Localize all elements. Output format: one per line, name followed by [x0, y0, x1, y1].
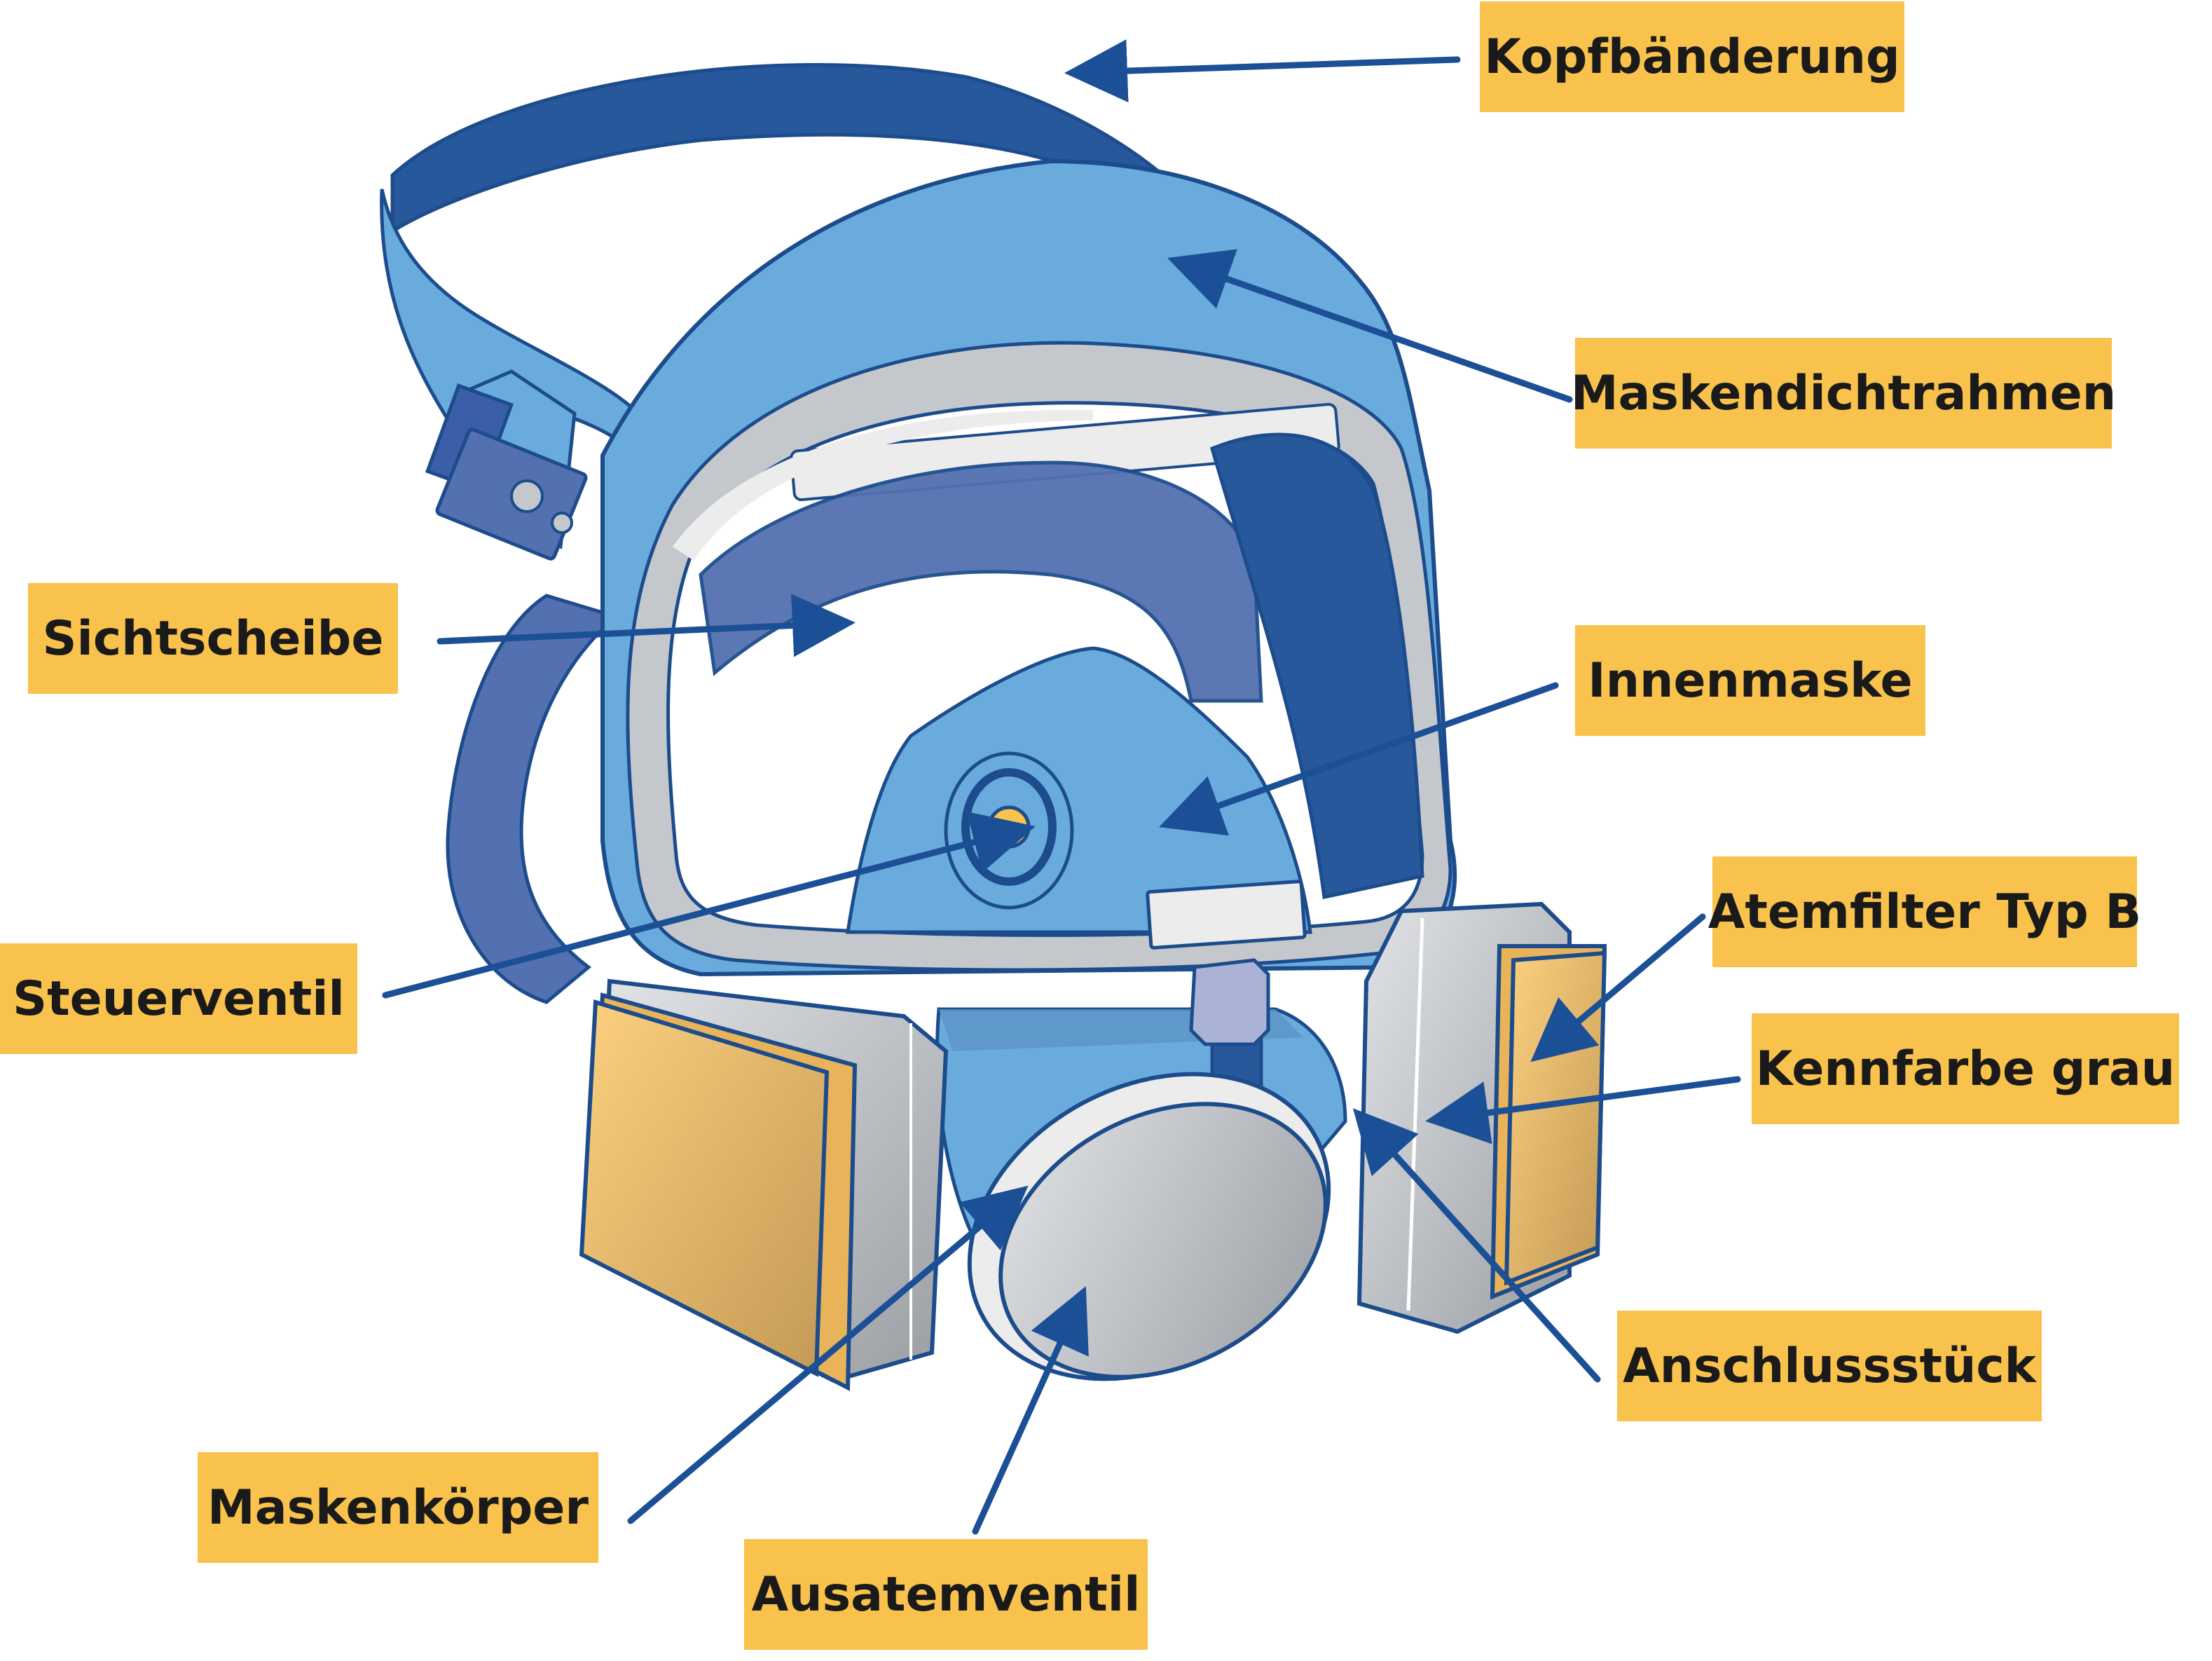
label-ausatemventil: Ausatemventil [744, 1539, 1148, 1650]
arrow-anschlussstueck [1352, 1108, 1601, 1383]
left-filter [579, 978, 949, 1391]
arrow-sichtscheibe [437, 594, 856, 657]
arrow-innenmaske [1159, 682, 1559, 836]
arrow-kennfarbe [1425, 1076, 1741, 1144]
label-maskenkoerper: Maskenkörper [198, 1452, 598, 1563]
right-filter [1356, 901, 1607, 1334]
label-kopfbaenderung: Kopfbänderung [1480, 1, 1904, 112]
label-atemfilter: Atemfilter Typ B [1708, 856, 2141, 967]
label-sichtscheibe: Sichtscheibe [28, 583, 398, 694]
label-anschlussstueck: Anschlussstück [1617, 1311, 2042, 1421]
arrow-maskendichtrahmen [1167, 249, 1573, 403]
visor-inner-frame [673, 409, 1093, 561]
arrow-ausatemventil [972, 1286, 1089, 1535]
label-innenmaske: Innenmaske [1575, 625, 1925, 736]
label-kennfarbe: Kennfarbe grau [1752, 1013, 2179, 1124]
label-steuerventil: Steuerventil [0, 943, 357, 1054]
arrow-maskenkoerper [627, 1185, 1029, 1524]
arrow-kopfbaenderung [1064, 39, 1461, 103]
harness-buckle [435, 428, 588, 561]
arrow-steuerventil [382, 812, 1036, 999]
inner-strap [699, 460, 1263, 703]
leader-lines [382, 39, 1741, 1535]
inner-dark-panel [1209, 432, 1424, 900]
arrow-atemfilter [1530, 913, 1706, 1062]
label-maskendichtrahmen: Maskendichtrahmen [1571, 338, 2116, 449]
